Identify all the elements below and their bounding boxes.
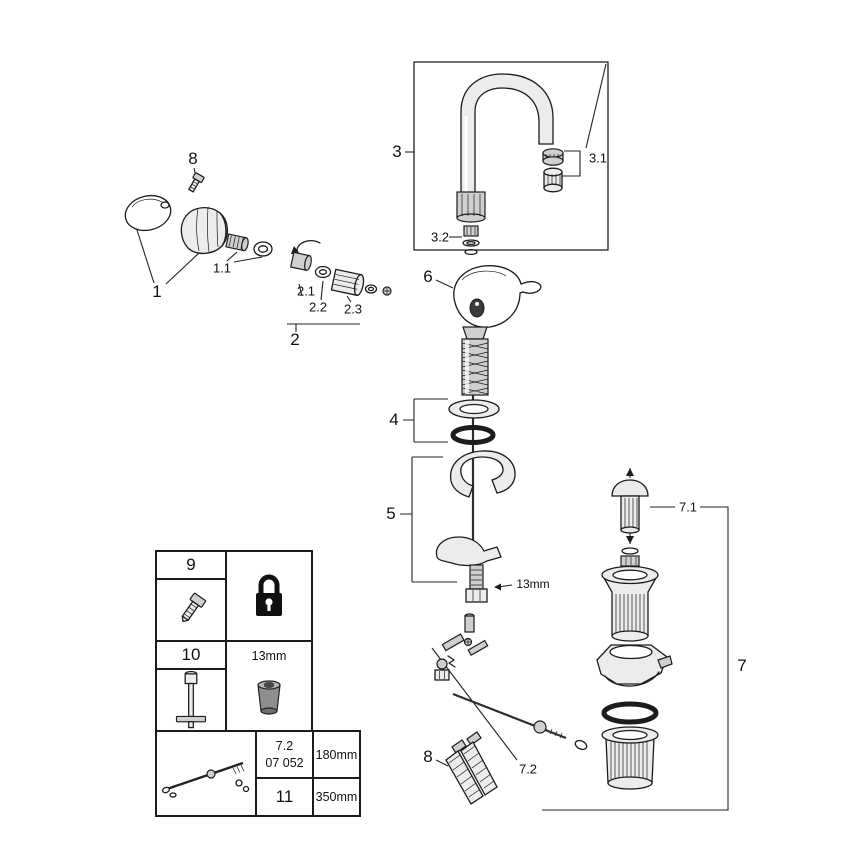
legend-cell-10: 10 [157, 642, 227, 730]
handle-knob [180, 206, 229, 255]
label-part-1-1: 1.1 [212, 260, 232, 276]
legend-table-bottom: 7.2 07 052 180mm 11 350mm [155, 730, 361, 817]
label-part-7-2: 7.2 [518, 761, 538, 777]
label-part-6: 6 [423, 267, 433, 286]
waste-bracket [596, 644, 673, 687]
label-part-2-3: 2.3 [343, 301, 363, 317]
legend-cell-socket: 13mm [227, 642, 311, 730]
label-part-8-bottom: 8 [423, 747, 433, 766]
handle-screw [187, 172, 205, 193]
padlock-icon [256, 574, 282, 616]
spout [456, 73, 554, 223]
legend-cell-rod [157, 732, 257, 815]
socket-13mm-icon [257, 679, 281, 715]
drain-lower-body [601, 726, 659, 790]
label-part-3-1: 3.1 [588, 150, 608, 166]
ball-rod [452, 692, 588, 751]
legend-table-top: 9 [155, 550, 313, 731]
label-wrench-size: 13mm [516, 577, 550, 591]
legend-length-long: 350mm [315, 790, 358, 804]
legend-length-short: 180mm [315, 747, 358, 762]
label-part-2: 2 [290, 330, 300, 349]
popup-rod-icon [161, 761, 250, 798]
label-part-1: 1 [152, 282, 162, 301]
legend-cell-length-long: 350mm [314, 779, 359, 815]
label-part-5: 5 [386, 504, 396, 523]
legend-cell-9: 9 [157, 552, 227, 642]
mounting-tool-icon [175, 670, 207, 729]
legend-cell-padlock [227, 552, 311, 642]
legend-10-number: 10 [157, 642, 225, 670]
legend-cell-length-short: 180mm [314, 732, 359, 779]
faucet-body [453, 265, 542, 396]
legend-order-code-ref: 7.2 [275, 739, 294, 754]
spout-seals [462, 225, 480, 256]
label-part-4: 4 [389, 410, 399, 429]
label-part-2-2: 2.2 [308, 299, 328, 315]
popup-knob [611, 468, 649, 567]
legend-cell-11: 11 [257, 779, 314, 815]
base-seals [448, 399, 500, 445]
label-part-7: 7 [737, 656, 747, 675]
handle-ring [253, 241, 273, 257]
label-part-3: 3 [392, 142, 402, 161]
drain-o-ring [601, 701, 659, 725]
legend-9-number: 9 [157, 552, 225, 580]
legend-cell-order-code: 7.2 07 052 [257, 732, 314, 779]
mounting-set [435, 450, 516, 633]
handle-adapter [225, 233, 249, 252]
label-part-2-1: 2.1 [296, 283, 316, 299]
label-part-8-top: 8 [188, 149, 198, 168]
legend-11-number: 11 [275, 787, 294, 806]
flexible-hoses [445, 731, 498, 805]
legend-socket-size: 13mm [251, 649, 287, 663]
label-part-3-2: 3.2 [430, 229, 450, 245]
drain-flange [601, 565, 659, 642]
legend-order-code-number: 07 052 [265, 755, 304, 770]
handle-cap [124, 194, 172, 232]
screw-icon [181, 592, 207, 623]
lever-linkage [434, 633, 489, 681]
label-part-7-1: 7.1 [678, 499, 698, 515]
cartridge-group [290, 240, 392, 297]
aerator [542, 148, 564, 193]
